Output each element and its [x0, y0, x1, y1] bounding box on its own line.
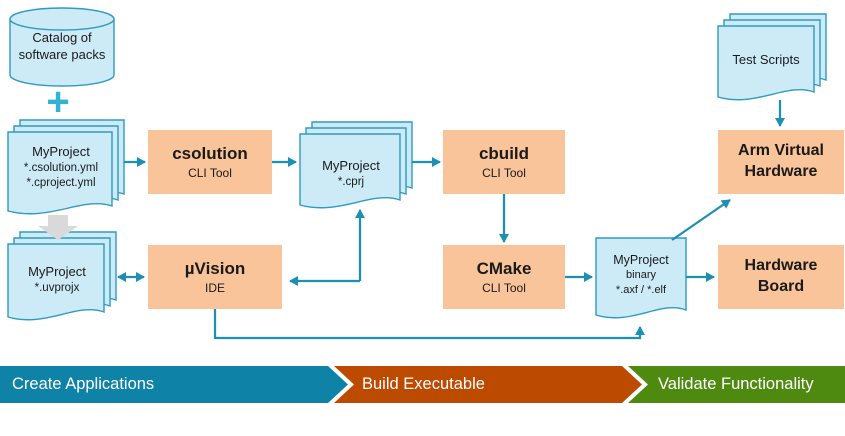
avh-title: Arm Virtual Hardware [738, 142, 824, 180]
uvprojx-doc-line1: *.uvprojx [34, 281, 80, 294]
cbuild-label: cbuild CLI Tool [443, 130, 565, 194]
stage-validate-functionality-label: Validate Functionality [658, 375, 814, 393]
catalog-label: Catalog of software packs [18, 30, 106, 62]
stage-validate-functionality-chevron [628, 366, 845, 403]
binary-doc-line1: binary [626, 269, 656, 282]
binary-doc-label: MyProject binary *.axf / *.elf [596, 252, 686, 297]
cprj-doc-title: MyProject [322, 158, 380, 173]
avh-label: Arm Virtual Hardware [718, 130, 844, 194]
uvision-subtitle: IDE [204, 281, 225, 296]
cbuild-title: cbuild [478, 143, 530, 163]
yml-doc-line1: *.csolution.yml [23, 161, 99, 174]
uvision-title: µVision [184, 258, 246, 278]
convert-down-block-arrow [38, 215, 78, 240]
cprj-doc-line1: *.cprj [337, 175, 365, 188]
connector-binary-to-avh [671, 199, 731, 241]
cmake-subtitle: CLI Tool [482, 281, 526, 296]
hardware-board-label: Hardware Board [718, 245, 844, 309]
csolution-title: csolution [172, 143, 248, 163]
connector-cprj-uvision-bidirectional [289, 209, 365, 286]
uvision-label: µVision IDE [148, 245, 282, 309]
avh-box [718, 130, 844, 194]
yml-doc-label: MyProject *.csolution.yml *.cproject.yml [8, 144, 114, 191]
connector-uvision-to-binary [213, 309, 645, 340]
cbuild-box [443, 130, 565, 194]
stage-build-executable-chevron [334, 366, 642, 403]
yml-doc-title: MyProject [32, 144, 90, 159]
plus-icon: + [46, 80, 70, 124]
csolution-label: csolution CLI Tool [148, 130, 272, 194]
csolution-box [148, 130, 272, 194]
uvprojx-doc-title: MyProject [28, 264, 86, 279]
hardware-board-box [718, 245, 844, 309]
binary-doc-line2: *.axf / *.elf [615, 283, 667, 296]
uvision-box [148, 245, 282, 309]
csolution-subtitle: CLI Tool [188, 166, 232, 181]
stage-create-applications-label: Create Applications [12, 375, 155, 393]
cprj-doc-label: MyProject *.cprj [300, 158, 402, 190]
cbuild-subtitle: CLI Tool [482, 166, 526, 181]
cmake-title: CMake [476, 258, 532, 278]
hardware-board-title: Hardware Board [744, 257, 818, 295]
uvprojx-doc-label: MyProject *.uvprojx [8, 264, 106, 296]
catalog-cylinder [9, 7, 115, 87]
binary-doc-title: MyProject [613, 253, 669, 267]
test-scripts-label: Test Scripts [732, 52, 800, 67]
cmake-label: CMake CLI Tool [443, 245, 565, 309]
yml-doc-line2: *.cproject.yml [26, 176, 96, 189]
stage-create-applications-chevron [0, 366, 348, 403]
stage-build-executable-label: Build Executable [362, 375, 485, 393]
cmake-box [443, 245, 565, 309]
